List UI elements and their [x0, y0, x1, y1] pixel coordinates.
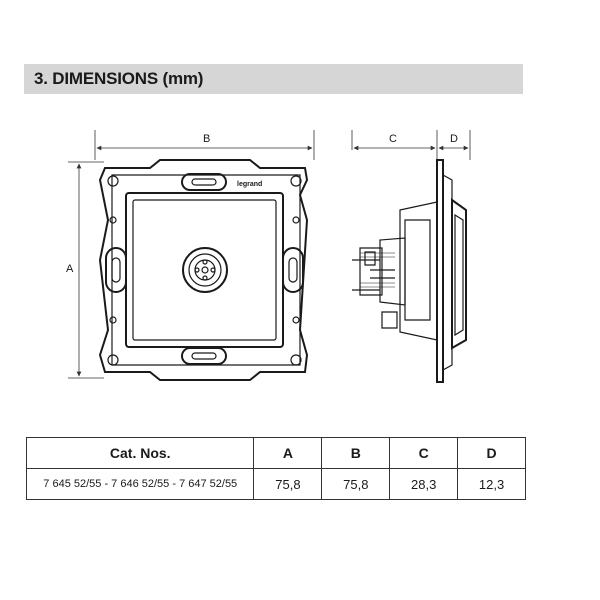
section-title: 3. DIMENSIONS (mm) — [34, 69, 204, 88]
dim-c-label: C — [389, 133, 397, 145]
cell-c: 28,3 — [389, 468, 459, 500]
dimension-cd-line — [351, 130, 471, 160]
dim-b-label: B — [203, 133, 211, 145]
front-view — [98, 159, 309, 381]
col-b: B — [321, 437, 391, 469]
cell-b: 75,8 — [321, 468, 391, 500]
col-cat-nos: Cat. Nos. — [25, 437, 255, 469]
cell-cat-nos: 7 645 52/55 - 7 646 52/55 - 7 647 52/55 — [25, 468, 255, 500]
technical-drawing: legrand — [68, 130, 471, 383]
side-view — [352, 159, 467, 383]
col-c: C — [389, 437, 459, 469]
cell-d: 12,3 — [457, 468, 526, 500]
section-header: 3. DIMENSIONS (mm) — [24, 64, 523, 94]
col-a: A — [253, 437, 323, 469]
dim-d-label: D — [450, 133, 458, 145]
col-d: D — [457, 437, 526, 469]
side-view-hatching — [360, 252, 395, 288]
dimensions-table: Cat. Nos. A B C D 7 645 52/55 - 7 646 52… — [25, 437, 526, 500]
dimension-b-line — [94, 130, 315, 160]
dimension-a-line — [68, 161, 104, 379]
dimension-drawing: legrand — [0, 120, 600, 400]
table-row: 7 645 52/55 - 7 646 52/55 - 7 647 52/55 … — [25, 468, 526, 500]
table-header-row: Cat. Nos. A B C D — [25, 437, 526, 469]
cell-a: 75,8 — [253, 468, 323, 500]
dim-a-label: A — [66, 263, 74, 275]
brand-label: legrand — [237, 181, 262, 188]
